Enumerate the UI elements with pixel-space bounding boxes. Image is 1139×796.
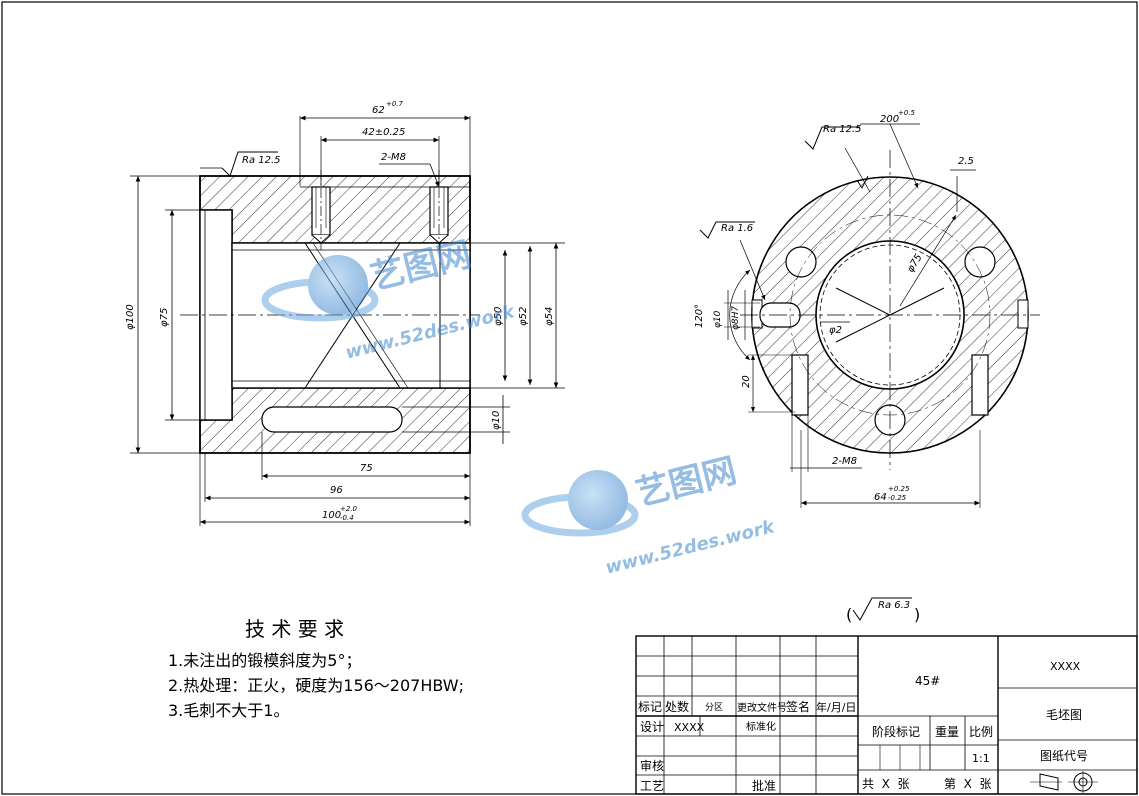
right-dim-64: 64 [874, 492, 887, 503]
left-dia-50: φ50 [493, 307, 504, 326]
right-dim-64-tol-up: +0.25 [888, 485, 910, 493]
left-dim-100: 100 [322, 510, 341, 521]
left-dim-62-tol: +0.7 [386, 100, 404, 108]
right-dia-75: φ75 [905, 252, 925, 274]
tb-zone: 分区 [705, 702, 723, 713]
tb-count: 处数 [665, 699, 689, 714]
right-dim-64-tol-dn: -0.25 [888, 494, 907, 502]
tb-scale-value: 1:1 [972, 752, 990, 765]
watermark-brand-2: 艺图网 [632, 451, 741, 514]
right-dim-2.5: 2.5 [958, 156, 974, 167]
left-dim-2m8: 2-M8 [381, 152, 406, 163]
tb-scale: 比例 [969, 725, 993, 739]
tb-standardize: 标准化 [746, 720, 776, 733]
tb-mark: 标记 [638, 700, 662, 714]
left-dia-10: φ10 [491, 411, 502, 430]
left-dia-75: φ75 [159, 308, 170, 327]
right-dia-8h7: φ8H7 [731, 306, 741, 330]
tech-req-item-3: 3.毛刺不大于1。 [168, 701, 289, 720]
tb-stage-mark: 阶段标记 [872, 724, 920, 739]
tb-doc-no: 更改文件号 [737, 701, 787, 714]
tech-requirements: 技 术 要 求 1.未注出的锻模斜度为5°； 2.热处理：正火，硬度为156～2… [168, 617, 464, 720]
tb-designer: XXXX [674, 721, 705, 734]
tech-req-item-2: 2.热处理：正火，硬度为156～207HBW; [168, 676, 464, 695]
tb-drawing-code: 图纸代号 [1040, 749, 1088, 763]
tech-req-item-1: 1.未注出的锻模斜度为5°； [168, 651, 361, 670]
tb-company: XXXX [1050, 660, 1081, 673]
svg-text:): ) [914, 605, 920, 624]
tb-total: 共 X 张 [862, 777, 909, 791]
right-end-view: Ra 12.5 200 +0.5 2.5 φ75 Ra 1.6 120° φ10… [694, 109, 1040, 508]
left-roughness-label: Ra 12.5 [242, 155, 281, 166]
right-dim-2m8: 2-M8 [832, 456, 857, 467]
tb-approve: 批准 [752, 778, 776, 793]
title-block-text: 标记 处数 分区 更改文件号 签名 年/月/日 设计 XXXX 标准化 审核 工… [638, 660, 1088, 793]
left-dim-62: 62 [372, 105, 385, 116]
svg-text:(: ( [846, 605, 852, 624]
right-dia-2: φ2 [829, 325, 842, 336]
globe-icon [308, 255, 368, 315]
right-roughness-top: Ra 12.5 [823, 124, 862, 135]
left-dim-42: 42±0.25 [362, 127, 405, 138]
tb-sign: 签名 [786, 699, 810, 714]
right-dim-200-tol: +0.5 [898, 109, 916, 117]
tb-review: 审核 [640, 758, 664, 773]
left-dia-52: φ52 [518, 307, 529, 326]
tb-material: 45# [915, 674, 940, 688]
left-dim-96: 96 [330, 485, 343, 496]
left-dim-75: 75 [360, 463, 373, 474]
tb-drawing-name: 毛坯图 [1046, 708, 1082, 722]
right-dim-20: 20 [741, 375, 752, 388]
right-angle-120: 120° [694, 304, 705, 328]
left-dim-100-tol-dn: -0.4 [340, 514, 354, 522]
right-dia-10: φ10 [713, 310, 723, 328]
general-roughness-label: Ra 6.3 [878, 600, 910, 611]
tb-sheet-no: 第 X 张 [944, 777, 991, 791]
left-dim-100-tol-up: +2.0 [340, 505, 358, 513]
tech-req-title: 技 术 要 求 [245, 617, 344, 641]
projection-symbol-icon [1030, 771, 1098, 793]
globe-icon [568, 470, 628, 530]
right-bolt-hole-2 [964, 246, 996, 278]
right-roughness-left: Ra 1.6 [721, 223, 753, 234]
left-bottom-slot [261, 406, 403, 433]
right-bolt-hole-1 [785, 246, 817, 278]
tb-date: 年/月/日 [816, 700, 856, 714]
tb-design: 设计 [640, 720, 664, 734]
right-dim-200: 200 [880, 114, 899, 125]
tb-weight: 重量 [935, 725, 959, 739]
general-roughness: ( Ra 6.3 ) [846, 597, 920, 624]
left-dia-54: φ54 [544, 307, 555, 326]
title-block [635, 635, 1138, 795]
watermark-2: 艺图网 www.52des.work [521, 451, 777, 579]
tb-process: 工艺 [640, 779, 664, 793]
left-dia-100: φ100 [125, 304, 136, 330]
right-ring [751, 176, 1029, 454]
